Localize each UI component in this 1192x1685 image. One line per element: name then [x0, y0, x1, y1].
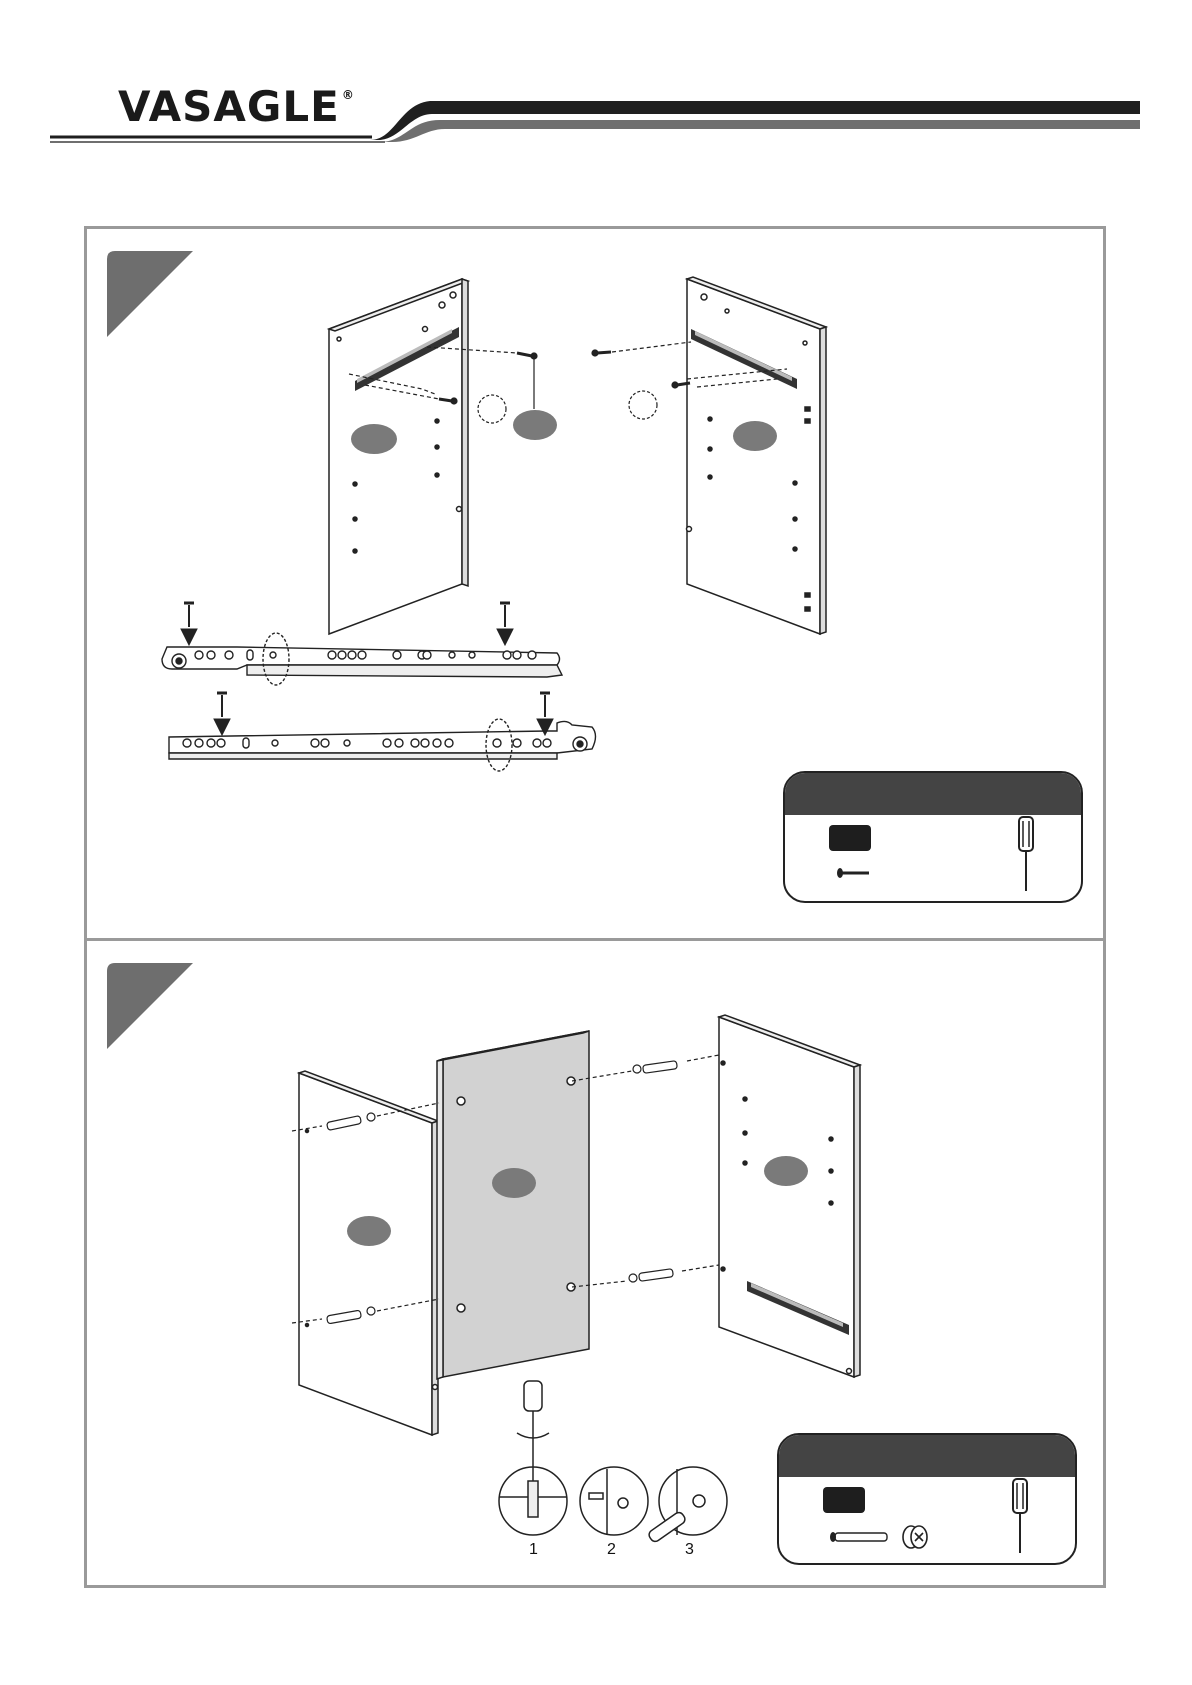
- brand-logo: VASAGLE®: [118, 82, 355, 131]
- screw-icon: [592, 350, 611, 356]
- screw-icon: [217, 693, 227, 717]
- cam-lock-icon: [899, 1523, 933, 1551]
- screwdriver-icon: [1013, 813, 1039, 893]
- parts-box-header: [779, 1435, 1075, 1477]
- part-label-back-panel: [492, 1168, 536, 1198]
- part-code-chip: [823, 1487, 865, 1513]
- back-panel: [437, 1031, 589, 1379]
- sub-step-detail-2: [580, 1467, 648, 1535]
- step-2-panel: 1 2 3: [84, 938, 1106, 1588]
- screwdriver-icon: [1007, 1475, 1033, 1555]
- right-side-panel: [687, 277, 827, 634]
- sub-step-detail-3: [647, 1467, 727, 1543]
- part-label-screw: [513, 410, 557, 440]
- screw-icon: [184, 603, 194, 627]
- cam-bolt-icon: [827, 1527, 897, 1547]
- cam-bolt-icon: [633, 1061, 677, 1074]
- part-label-right-panel: [733, 421, 777, 451]
- sub-step-number: 1: [529, 1541, 538, 1559]
- brand-name: VASAGLE: [118, 82, 340, 131]
- sub-step-detail-1: [499, 1381, 567, 1535]
- step-2-tab: [107, 963, 193, 1049]
- part-code-chip: [829, 825, 871, 851]
- step-2-parts-box: [777, 1433, 1077, 1565]
- header-swoosh: [0, 0, 1192, 160]
- drawer-slide-icon: [169, 719, 596, 771]
- drawer-slide-icon: [162, 633, 562, 685]
- screw-icon: [835, 865, 875, 881]
- screw-icon: [540, 693, 550, 717]
- part-label-left-panel: [347, 1216, 391, 1246]
- brand-registered-mark: ®: [342, 88, 355, 102]
- step-1-panel: [84, 226, 1106, 941]
- parts-box-header: [785, 773, 1081, 815]
- slide-2-screws: [214, 693, 553, 735]
- step-1-parts-box: [783, 771, 1083, 903]
- page-header: VASAGLE®: [0, 0, 1192, 160]
- screw-icon: [500, 603, 510, 627]
- part-label-left-panel: [351, 424, 397, 454]
- left-side-panel: [299, 1071, 438, 1435]
- part-label-right-panel: [764, 1156, 808, 1186]
- step-1-tab: [107, 251, 193, 337]
- sub-step-number: 3: [685, 1541, 694, 1559]
- sub-step-number: 2: [607, 1541, 616, 1559]
- header-stripe-gray: [380, 120, 1140, 142]
- cam-bolt-icon: [629, 1269, 673, 1282]
